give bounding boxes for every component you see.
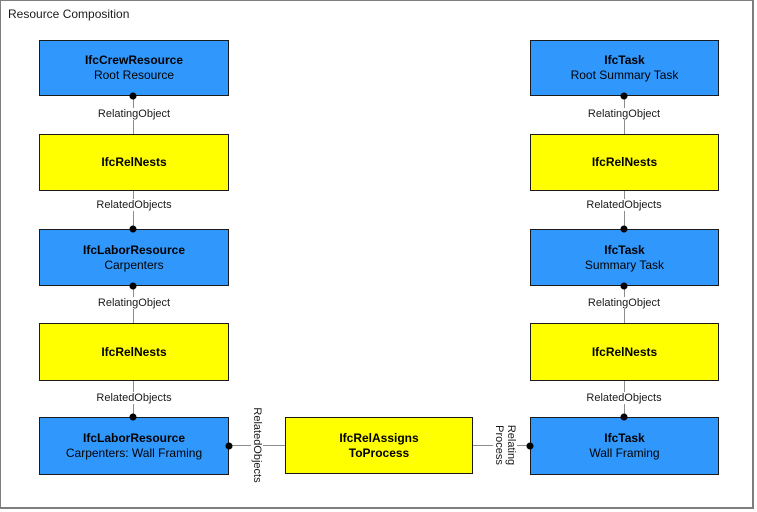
connection-dot bbox=[129, 225, 137, 233]
node-ifcrelassignstoprocess: IfcRelAssigns ToProcess bbox=[285, 417, 473, 474]
node-ifctask-wallframing: IfcTask Wall Framing bbox=[530, 417, 719, 475]
node-title: IfcTask bbox=[604, 431, 645, 445]
node-subtitle: Carpenters bbox=[104, 257, 164, 272]
edge-label-relatedobjects-vertical: RelatedObjects bbox=[251, 405, 263, 485]
connection-dot bbox=[526, 442, 534, 450]
node-subtitle: Wall Framing bbox=[589, 446, 660, 460]
node-ifccrewresource: IfcCrewResource Root Resource bbox=[39, 40, 229, 96]
edge-label-relatedobjects: RelatedObjects bbox=[584, 199, 664, 211]
edge-label-relatedobjects: RelatedObjects bbox=[94, 392, 174, 404]
connection-dot bbox=[129, 92, 137, 100]
node-ifcrelnests-left-1: IfcRelNests bbox=[39, 134, 229, 191]
connection-dot bbox=[129, 413, 137, 421]
node-title: IfcRelAssigns bbox=[339, 430, 419, 445]
node-title: IfcTask bbox=[604, 242, 645, 257]
connection-dot bbox=[620, 282, 628, 290]
node-subtitle: Root Resource bbox=[93, 68, 175, 82]
node-subtitle: Summary Task bbox=[584, 257, 665, 272]
node-title: IfcCrewResource bbox=[84, 53, 184, 67]
node-title: IfcRelNests bbox=[101, 155, 167, 169]
node-ifclaborresource-carpenters: IfcLaborResource Carpenters bbox=[39, 229, 229, 286]
diagram-title: Resource Composition bbox=[8, 7, 130, 21]
node-title: IfcLaborResource bbox=[82, 431, 186, 445]
node-title: IfcRelNests bbox=[591, 155, 658, 169]
connection-dot bbox=[129, 282, 137, 290]
node-subtitle: ToProcess bbox=[348, 445, 410, 460]
node-ifcrelnests-right-1: IfcRelNests bbox=[530, 134, 719, 191]
node-title: IfcTask bbox=[604, 53, 645, 67]
edge-label-line: Process bbox=[493, 425, 505, 465]
node-title: IfcRelNests bbox=[591, 344, 658, 359]
node-ifclaborresource-wallframing: IfcLaborResource Carpenters: Wall Framin… bbox=[39, 417, 229, 475]
edge-label-relatedobjects: RelatedObjects bbox=[94, 199, 174, 211]
connection-dot bbox=[620, 92, 628, 100]
edge-label-relatedobjects: RelatedObjects bbox=[584, 392, 664, 404]
node-subtitle: Carpenters: Wall Framing bbox=[65, 446, 203, 460]
connection-dot bbox=[620, 413, 628, 421]
node-ifcrelnests-right-2: IfcRelNests bbox=[530, 323, 719, 381]
edge-label-relatingprocess-vertical: Relating Process bbox=[493, 423, 517, 467]
node-ifctask-rootsummary: IfcTask Root Summary Task bbox=[530, 40, 719, 96]
edge-label-relatingobject: RelatingObject bbox=[95, 108, 173, 120]
connection-dot bbox=[620, 225, 628, 233]
edge-label-relatingobject: RelatingObject bbox=[95, 297, 173, 309]
edge-label-line: Relating bbox=[505, 424, 517, 466]
node-title: IfcLaborResource bbox=[82, 242, 186, 257]
edge-label-relatingobject: RelatingObject bbox=[585, 108, 663, 120]
node-subtitle: Root Summary Task bbox=[570, 68, 679, 82]
connection-dot bbox=[225, 442, 233, 450]
node-ifcrelnests-left-2: IfcRelNests bbox=[39, 323, 229, 381]
edge-label-relatingobject: RelatingObject bbox=[585, 297, 663, 309]
node-ifctask-summary: IfcTask Summary Task bbox=[530, 229, 719, 286]
node-title: IfcRelNests bbox=[101, 344, 167, 359]
